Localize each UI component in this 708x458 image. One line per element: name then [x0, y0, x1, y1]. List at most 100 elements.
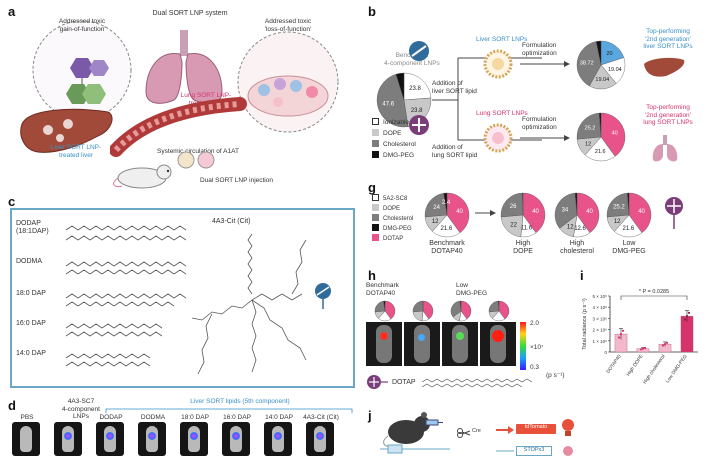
- pie-label: 40: [532, 209, 539, 215]
- lnp-vials-icon: [177, 151, 215, 169]
- panel-label-a: a: [8, 4, 16, 19]
- pie-slice: [446, 192, 470, 234]
- pie-label: 40: [456, 209, 463, 215]
- formulation-label-liver: Formulation optimization: [522, 42, 557, 57]
- x-tick-label: Low DMG-PEG: [665, 353, 689, 384]
- pie-label: 11.6: [521, 226, 533, 232]
- legend-swatch: [372, 118, 379, 125]
- scale-unit: (p s⁻¹): [546, 372, 565, 379]
- h-label-low: Low DMG-PEG: [456, 282, 488, 297]
- structure-title: 4A3-Cit (Cit): [212, 218, 251, 225]
- syringe-icon: [425, 419, 443, 426]
- dotap-pin-icon: [367, 375, 388, 389]
- legend-swatch: [372, 129, 379, 136]
- data-point: [641, 347, 645, 350]
- mouse-column-label: PBS: [20, 414, 34, 421]
- pie-label: 21.6: [622, 226, 634, 232]
- formulation-arrows: [520, 61, 570, 141]
- pie-slice: [450, 300, 462, 318]
- pie-slice: [384, 300, 396, 320]
- pie-slice: [443, 192, 448, 216]
- legend-row-dope: DOPE: [372, 129, 422, 140]
- pie-label: 21.6: [440, 226, 452, 232]
- lightbulb-off-icon: [563, 446, 573, 456]
- mouse-column-label: DODMA: [140, 414, 166, 421]
- legend-text: Ionizable lipid: [383, 119, 423, 126]
- y-tick-label: 3 × 10⁶: [593, 316, 608, 321]
- tdtomato-box: tdTomato: [516, 424, 556, 434]
- lung-image-3: [442, 322, 478, 366]
- panel-label-d: d: [8, 398, 16, 413]
- pie-label: 24: [433, 205, 440, 211]
- pie-slice: [403, 72, 432, 101]
- pie-label: 22: [510, 222, 517, 228]
- data-point: [639, 348, 643, 351]
- 4a3-sc7-header: 4A3-SC7 4-component LNPs: [62, 398, 100, 420]
- sort-lipid-pin-icon: [315, 283, 331, 309]
- mouse-image: [96, 422, 124, 456]
- injection-label: Dual SORT LNP injection: [200, 177, 273, 184]
- pie-slice: [498, 300, 500, 312]
- h-mini-pie-2: [412, 300, 434, 322]
- data-point: [661, 344, 665, 347]
- lipid-structures: [65, 225, 187, 367]
- lung-lnps-label: Lung SORT LNPs: [476, 110, 528, 117]
- gain-of-function-label: Addressed toxic 'gain-of-function': [58, 18, 106, 33]
- panel-label-h: h: [368, 268, 376, 283]
- g-arrow: [475, 210, 496, 216]
- y-axis-label: Total radiance (p s⁻¹): [582, 298, 588, 350]
- data-point: [663, 343, 667, 346]
- scale-top: 2.0: [530, 320, 540, 327]
- y-tick-label: 2 × 10⁶: [593, 328, 608, 333]
- legend-text: 5A2-SC8: [383, 196, 408, 202]
- panel-label-j: j: [368, 408, 372, 423]
- pie-slice: [576, 192, 600, 234]
- g-legend-row: 5A2-SC8: [372, 194, 413, 204]
- loss-of-function-circle: [237, 31, 339, 133]
- pie-slice: [574, 192, 578, 216]
- pie-label: 12: [614, 219, 621, 225]
- pie-label: 25.2: [613, 204, 625, 210]
- pie-label: 23.8: [411, 108, 423, 114]
- lung-sort-lipid-icon: [409, 115, 429, 135]
- pie-slice: [383, 300, 386, 312]
- stop-box: STOPx3: [516, 446, 552, 456]
- pie-label: 23.8: [409, 86, 421, 92]
- significance-annotation: * P = 0.0285: [639, 289, 669, 295]
- pie-slice: [522, 192, 524, 216]
- pie-slice: [554, 192, 578, 229]
- add-lung-label: Addition of lung SORT lipid: [432, 144, 478, 159]
- mouse-column-label: DODAP: [99, 414, 123, 421]
- pie-slice: [488, 300, 500, 313]
- legend-text: DMG-PEG: [383, 226, 412, 232]
- lung-image-1: [366, 322, 402, 366]
- h-mini-pie-1: [374, 300, 396, 322]
- pie-label: 12: [585, 141, 591, 147]
- legend-row-ionizable: Ionizable lipid: [372, 118, 422, 129]
- pie-slice: [376, 73, 409, 128]
- mouse-image: [180, 422, 208, 456]
- pie-label: 40: [586, 209, 593, 215]
- top-liver-label: Top-performing '2nd generation' liver SO…: [643, 28, 693, 50]
- pie-slice: [606, 192, 630, 218]
- mouse-column-label: 18:0 DAP: [181, 414, 209, 421]
- legend-swatch: [372, 194, 379, 201]
- circulation-label: Systemic circulation of A1AT: [157, 148, 239, 155]
- lung-icon: [145, 30, 223, 104]
- data-point: [687, 311, 691, 314]
- y-tick-label: 1 × 10⁶: [593, 339, 608, 344]
- pie-label: 19.04: [595, 77, 609, 83]
- h-mini-pie-3: [450, 300, 472, 322]
- h-label-benchmark: Benchmark DOTAP40: [366, 282, 399, 297]
- header-bracket: [105, 408, 353, 413]
- mouse-icon: [113, 164, 172, 189]
- g-legend-row: DMG-PEG: [372, 224, 413, 234]
- lipid-name-140dap: 14:0 DAP: [16, 350, 46, 357]
- mouse-image: [138, 422, 166, 456]
- pie-slice: [595, 40, 602, 66]
- panel-label-g: g: [368, 180, 376, 195]
